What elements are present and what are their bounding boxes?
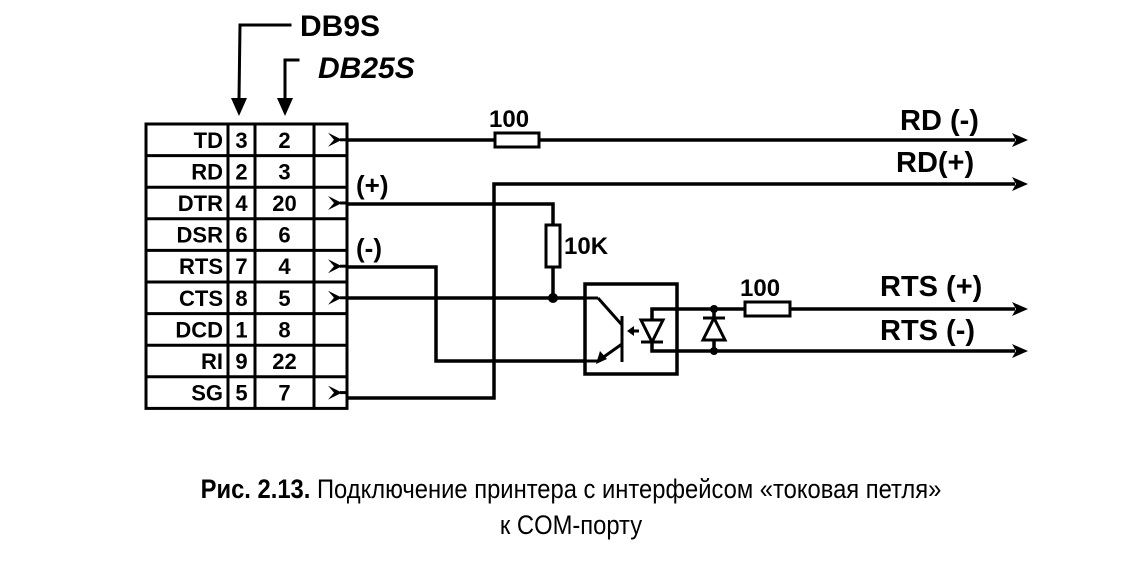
junction-dot <box>710 305 718 313</box>
pin-db25: 20 <box>272 191 296 216</box>
label-rd-plus: RD(+) <box>896 147 974 179</box>
led-icon <box>638 318 666 346</box>
diode-icon <box>700 314 728 342</box>
pin-db25: 5 <box>278 286 290 311</box>
label-r1: 100 <box>489 106 529 133</box>
pin-db9: 2 <box>235 159 247 184</box>
resistor-10k <box>544 223 562 269</box>
pin-contact-icon <box>328 385 342 400</box>
pin-row-dsr: DSR 6 6 <box>177 223 291 248</box>
pin-row-ri: RI 9 22 <box>201 349 297 374</box>
pin-row-dtr: DTR 4 20 <box>178 191 347 216</box>
wires <box>347 138 1015 400</box>
pin-signal: DTR <box>178 191 223 216</box>
figure-caption-line2: к COM-порту <box>499 510 643 540</box>
wire-led-anode <box>650 307 677 320</box>
pin-db25: 2 <box>278 128 290 153</box>
pin-signal: RTS <box>179 254 223 279</box>
pin-row-td: TD 3 2 <box>194 128 347 153</box>
pin-db9: 5 <box>235 381 247 406</box>
pin-row-rts: RTS 7 4 <box>179 254 347 279</box>
pin-db9: 4 <box>235 191 248 216</box>
resistor-100-rts <box>743 300 792 318</box>
label-rd-minus: RD (-) <box>900 105 979 137</box>
db25-arrowhead <box>277 98 293 116</box>
pin-signal: SG <box>191 381 223 406</box>
pin-contact-icon <box>328 196 342 210</box>
emitter-arrowhead <box>596 351 607 364</box>
arrow-rd-plus-icon <box>1012 177 1028 191</box>
pin-db25: 7 <box>278 381 290 406</box>
leader-arrowheads <box>231 98 293 116</box>
pin-db25: 4 <box>278 254 291 279</box>
pin-signal: DSR <box>177 223 224 248</box>
pin-db25: 8 <box>278 317 290 342</box>
arrow-rd-minus-icon <box>1012 133 1028 147</box>
figure-caption: Рис. 2.13. Подключение принтера с интерф… <box>69 474 1074 505</box>
pin-contact-icon <box>328 259 342 274</box>
pin-db9: 3 <box>235 128 247 153</box>
wire-dtr <box>347 202 555 225</box>
pin-db25: 3 <box>278 159 290 184</box>
optocoupler-box <box>583 282 679 376</box>
pin-db25: 6 <box>278 223 290 248</box>
arrow-rts-plus-icon <box>1012 302 1028 316</box>
pin-signal: RI <box>201 349 223 374</box>
db25-leader <box>283 58 300 102</box>
db9-leader <box>237 23 292 102</box>
light-arrowhead <box>627 326 634 336</box>
pin-signal: DCD <box>175 317 223 342</box>
pin-signal: TD <box>194 128 223 153</box>
label-minus: (-) <box>356 233 382 263</box>
pin-db9: 8 <box>235 286 247 311</box>
caption-line1: Подключение принтера с интерфейсом «токо… <box>310 474 942 504</box>
label-rts-minus: RTS (-) <box>880 315 975 347</box>
resistor-100-td <box>493 131 541 149</box>
label-plus: (+) <box>356 170 389 200</box>
pin-contact-icon <box>328 132 342 147</box>
pin-signal: RD <box>191 159 223 184</box>
wire-rts <box>347 265 585 363</box>
wire-sg-rdplus <box>347 182 1015 400</box>
pin-db9: 7 <box>235 254 247 279</box>
label-rts-plus: RTS (+) <box>880 271 982 303</box>
pin-signal: CTS <box>179 286 223 311</box>
caption-prefix: Рис. 2.13. <box>200 474 311 504</box>
db9-arrowhead <box>231 98 247 116</box>
pin-row-cts: CTS 8 5 <box>179 286 347 311</box>
label-r3: 100 <box>740 275 780 302</box>
junction-dot <box>710 347 718 355</box>
pin-db9: 6 <box>235 223 247 248</box>
pin-row-dcd: DCD 1 8 <box>175 317 290 342</box>
junction-dot <box>548 293 558 303</box>
pin-row-rd: RD 2 3 <box>191 159 290 184</box>
pin-db9: 9 <box>235 349 247 374</box>
label-r2: 10K <box>564 233 609 260</box>
phototransistor-collector-diag <box>596 297 624 326</box>
pin-db9: 1 <box>235 317 247 342</box>
pin-row-sg: SG 5 7 <box>191 381 347 406</box>
db25-label: DB25S <box>318 52 415 85</box>
pin-db25: 22 <box>272 349 296 374</box>
arrow-rts-minus-icon <box>1012 344 1028 358</box>
pin-contact-icon <box>328 290 342 305</box>
db9-label: DB9S <box>300 10 380 43</box>
